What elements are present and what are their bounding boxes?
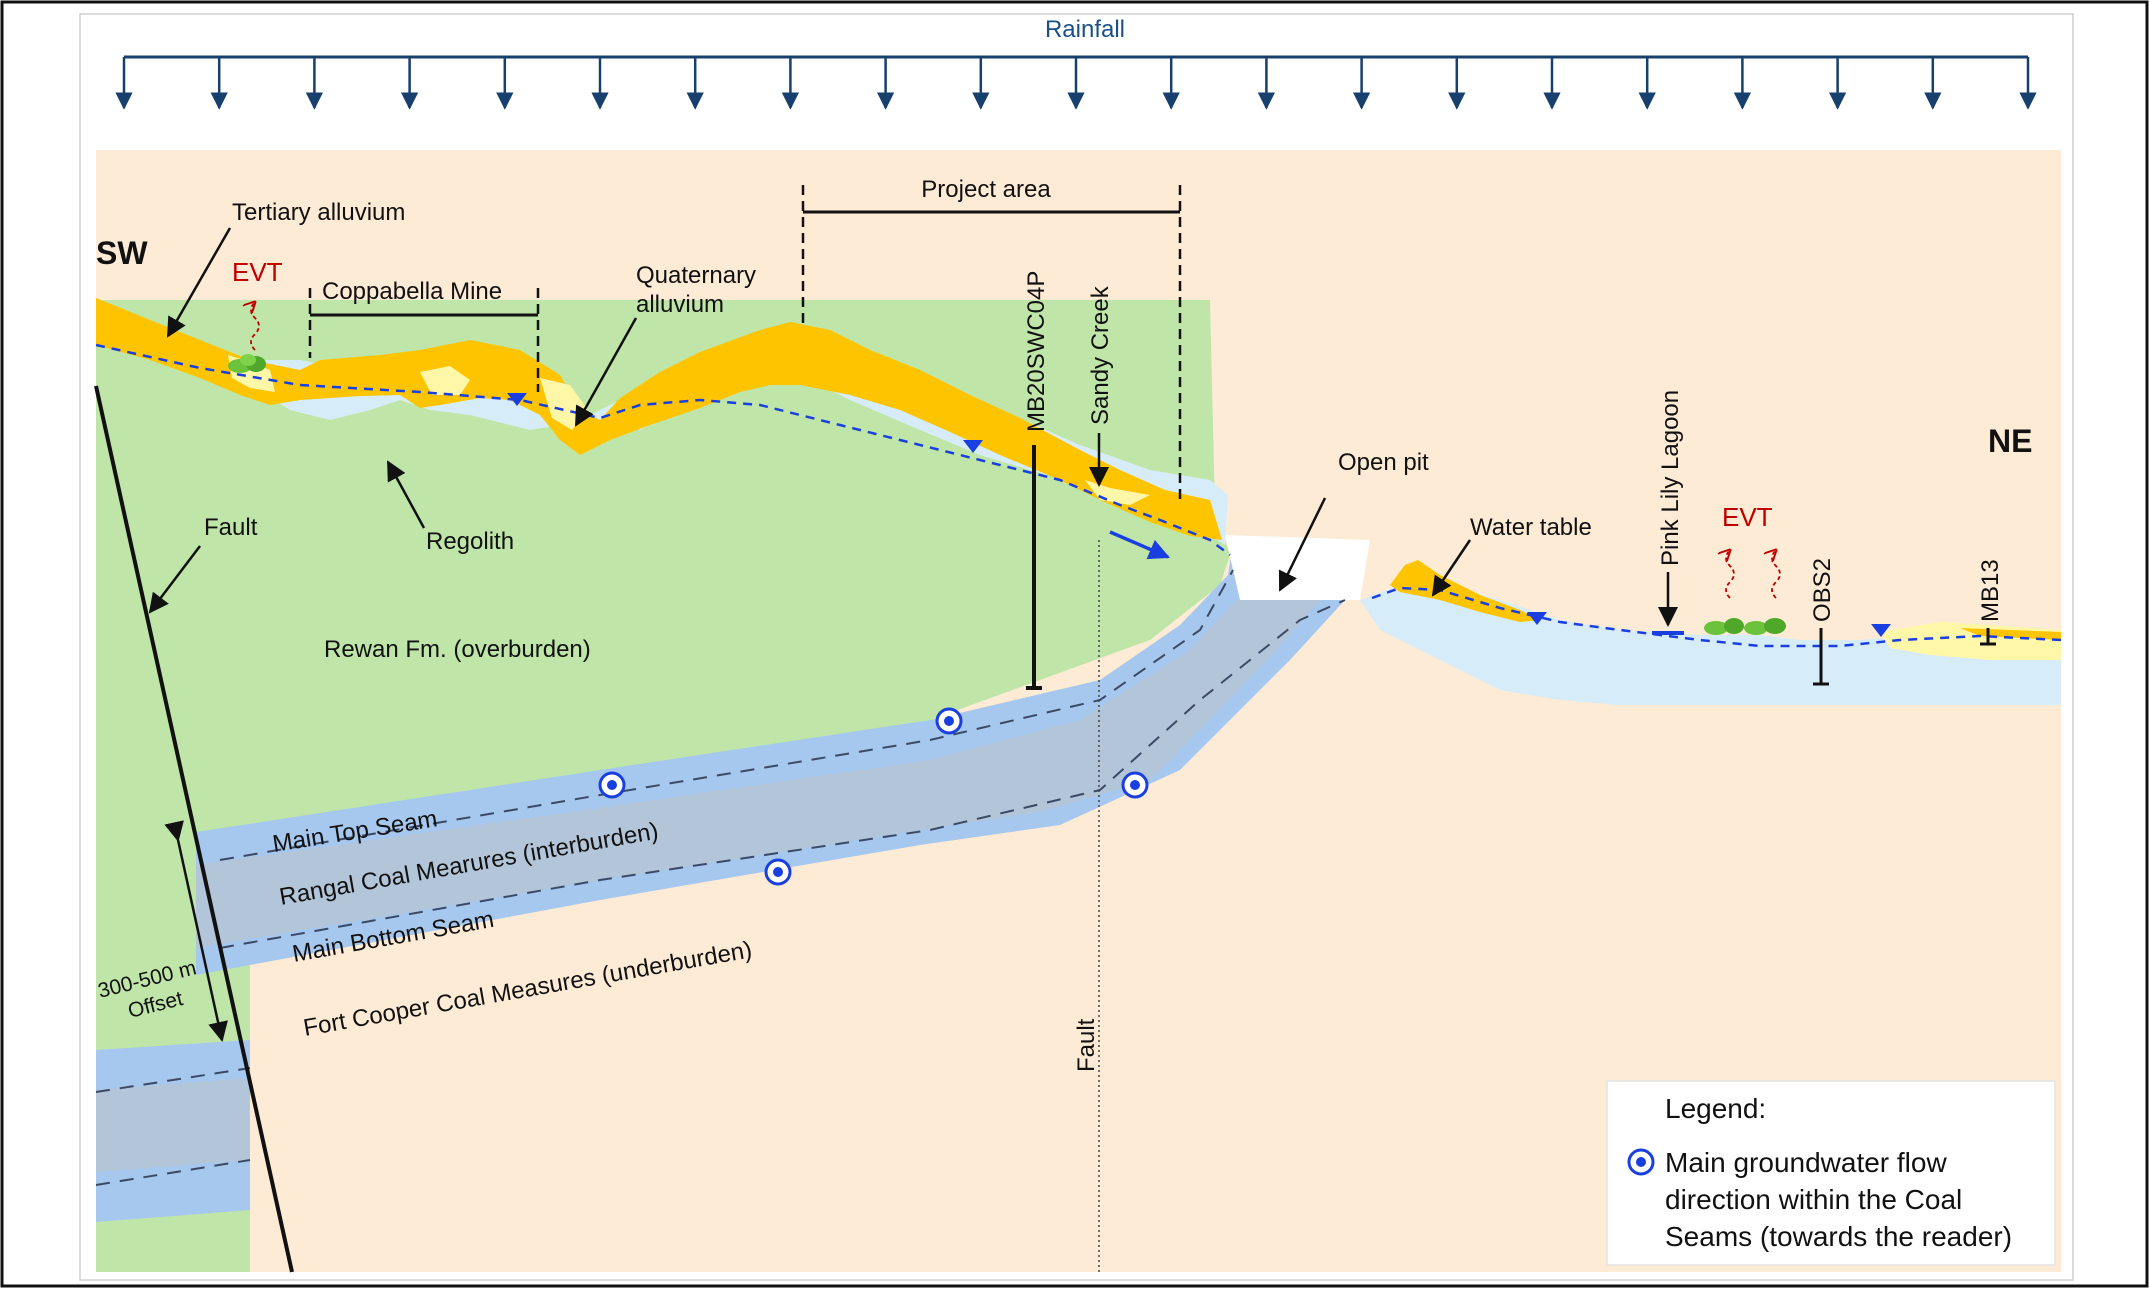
open-pit-arrow [1278,497,1327,592]
rewan-label: Rewan Fm. (overburden) [324,636,591,663]
sandy-creek-label: Sandy Creek [1087,285,1114,425]
inner-border [79,13,2074,1281]
evt-arrow-east-1 [1726,550,1735,599]
flow-symbol-2 [935,707,963,735]
legend-flow-symbol [1627,1148,1655,1176]
obs2-label: OBS2 [1809,558,1836,622]
coppabella-mine-label: Coppabella Mine [322,278,502,305]
legend-title: Legend: [1665,1093,1766,1124]
evt-arrow-east-2 [1772,550,1781,599]
flow-symbol-3 [764,858,792,886]
rainfall-arrows [115,57,2037,110]
legend-line-3: Seams (towards the reader) [1665,1221,2012,1252]
left-seam-line-top [95,1067,251,1093]
vegetation-icon-east [1704,618,1786,635]
pink-lily-lagoon-label: Pink Lily Lagoon [1657,390,1684,566]
tertiary-sliver-east [1960,628,2061,640]
water-table-marker-1 [507,393,527,406]
water-table-label: Water table [1470,514,1592,541]
project-area-label: Project area [921,176,1051,203]
sw-orientation: SW [96,235,148,271]
left-seam-line-bottom [95,1159,251,1186]
legend-box [1606,1080,2056,1266]
tertiary-alluvium-west [96,298,1222,540]
quaternary-alluvium-label-2: alluvium [636,291,724,318]
legend-line-2: direction within the Coal [1665,1184,1962,1215]
open-pit-void [1225,535,1370,600]
regolith-label: Regolith [426,528,514,555]
evt-arrow-west [251,302,260,351]
bore-mb20-label: MB20SWC04P [1023,271,1050,432]
rewan-formation [96,300,1230,1272]
fault-label: Fault [204,514,258,541]
water-table-marker-2 [963,440,983,453]
ne-orientation: NE [1988,423,2032,459]
quaternary-alluvium-label-1: Quaternary [636,262,756,289]
regolith-arrow [386,460,426,529]
open-pit-label: Open pit [1338,449,1429,476]
fault-vertical-label: Fault [1073,1018,1100,1072]
tertiary-alluvium-east [1390,560,1540,622]
quaternary-lens-2 [420,366,470,395]
rainfall-label: Rainfall [1045,16,1125,43]
regolith-east [1360,580,2061,705]
mb13-label: MB13 [1977,559,2004,622]
fault-arrow [148,545,201,614]
water-table-marker-4 [1871,624,1891,637]
water-table-marker-3 [1527,612,1547,625]
flow-symbol-4 [1121,771,1149,799]
quaternary-alluvium-arrow [574,317,638,427]
main-top-seam-line [219,569,1234,861]
evt-label-east: EVT [1722,502,1773,532]
rangal-interburden [196,600,1320,948]
water-table-arrow [1431,539,1472,597]
legend-line-1: Main groundwater flow [1665,1147,1947,1178]
flow-symbol-1 [598,771,626,799]
vegetation-icon-west [228,354,266,373]
offset-arrow [164,820,228,1042]
main-bottom-seam-line [219,599,1346,949]
interburden-left-block [96,1078,250,1172]
evt-label-west: EVT [232,257,283,287]
tertiary-alluvium-label: Tertiary alluvium [232,199,405,226]
tertiary-alluvium-arrow [166,227,232,338]
water-table-west [95,343,1231,556]
groundwater-flow-arrow [1109,530,1170,560]
